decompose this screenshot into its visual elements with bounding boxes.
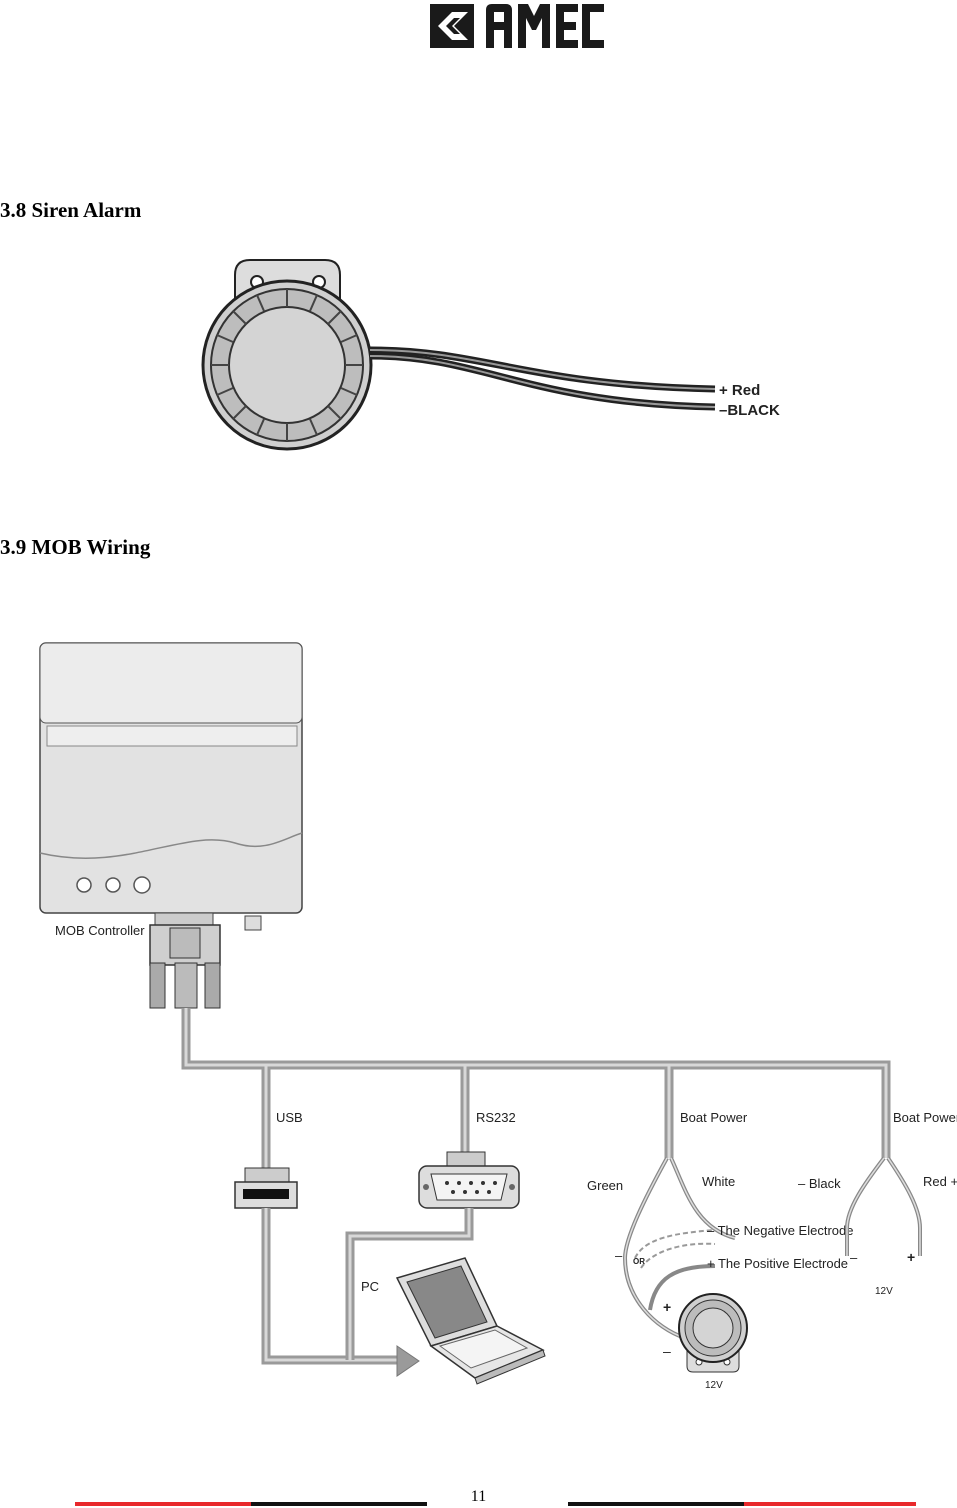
label-power-12v: 12V (875, 1286, 893, 1297)
footer-bar-right-black (568, 1502, 744, 1506)
label-wire-green: Green (587, 1178, 623, 1193)
wire-label-red: + Red (719, 382, 760, 399)
siren-icon (678, 1293, 748, 1373)
siren-plus-terminal: + (663, 1299, 671, 1315)
label-negative-electrode: – The Negative Electrode (707, 1223, 853, 1238)
mob-controller-device (39, 642, 303, 931)
label-wire-black: – Black (798, 1176, 841, 1191)
section-heading-mob-wiring: 3.9 MOB Wiring (0, 535, 151, 559)
label-rs232: RS232 (476, 1110, 516, 1125)
db-connector-cable (149, 924, 221, 1009)
label-positive-electrode: + The Positive Electrode (707, 1256, 848, 1271)
footer-bar-left-black (251, 1502, 427, 1506)
label-usb: USB (276, 1110, 303, 1125)
laptop-pc-icon (395, 1257, 546, 1385)
label-pc: PC (361, 1279, 379, 1294)
mob-wiring-figure: MOB Controller USB RS232 Boat Power Boat… (35, 638, 957, 1398)
footer-bar-left-red (75, 1502, 251, 1506)
usb-plug-icon (234, 1167, 298, 1209)
siren-alarm-figure: + Red –BLACK (195, 255, 805, 470)
label-wire-white: White (702, 1174, 735, 1189)
page-number: 11 (470, 1488, 487, 1505)
power-minus-terminal: – (850, 1250, 858, 1265)
footer-bar-right-red (744, 1502, 916, 1506)
label-siren-12v: 12V (705, 1380, 723, 1391)
siren-minus-terminal: – (663, 1343, 671, 1359)
label-mob-controller: MOB Controller (55, 923, 145, 938)
label-or: OR (633, 1257, 645, 1266)
label-boat-power-siren: Boat Power (680, 1110, 748, 1125)
rs232-connector-icon (418, 1151, 520, 1209)
section-heading-siren-alarm: 3.8 Siren Alarm (0, 198, 142, 222)
power-plus-terminal: + (907, 1249, 915, 1265)
wire-label-black: –BLACK (719, 402, 780, 419)
label-wire-red: Red + (923, 1174, 957, 1189)
siren-wire-minus-top: – (615, 1248, 623, 1263)
label-boat-power-12v: Boat Power (893, 1110, 957, 1125)
amec-logo (428, 2, 606, 50)
